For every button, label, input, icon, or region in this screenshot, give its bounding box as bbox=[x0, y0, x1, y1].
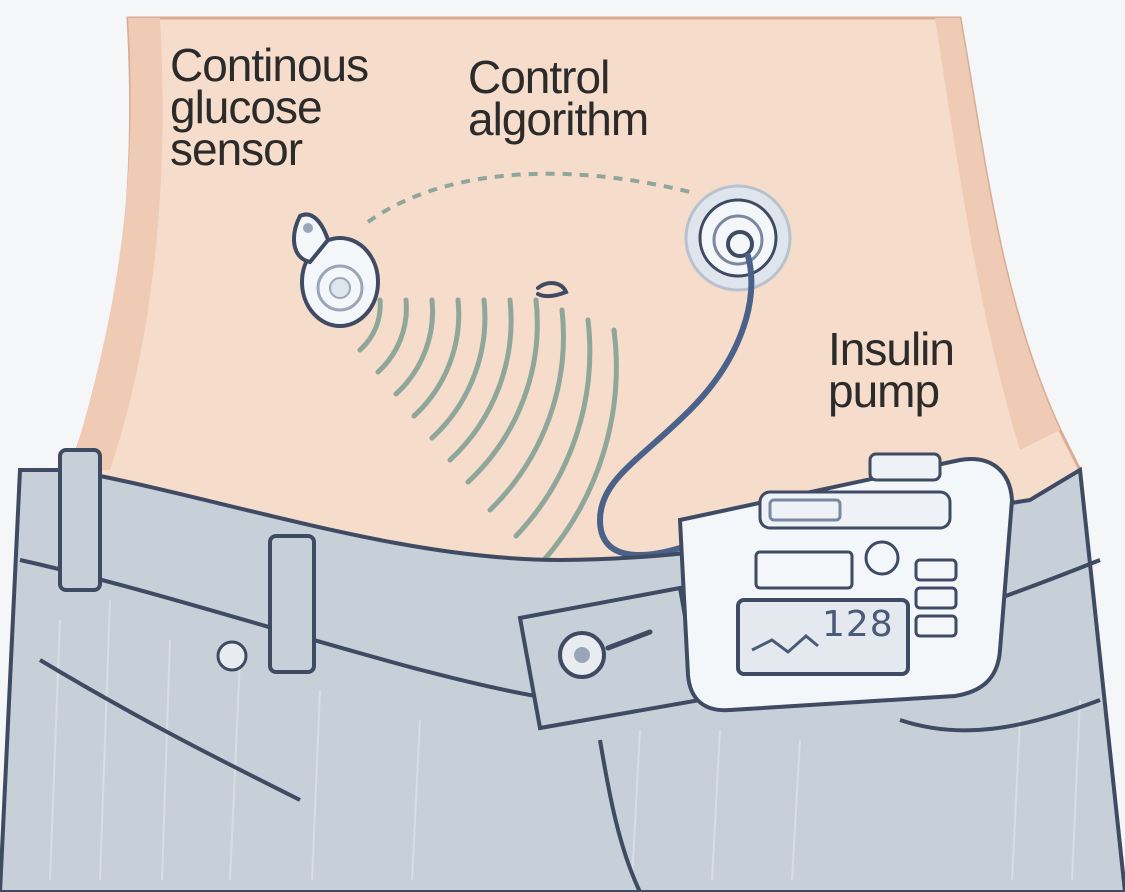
label-insulin-pump: Insulin pump bbox=[828, 328, 954, 412]
infusion-site bbox=[686, 186, 790, 290]
label-line: glucose bbox=[170, 86, 368, 128]
pump-display-reading: 128 bbox=[822, 604, 894, 645]
belt-loop-center bbox=[270, 536, 314, 672]
label-line: Control bbox=[468, 56, 648, 98]
jeans-button bbox=[560, 633, 604, 677]
label-line: Insulin bbox=[828, 328, 954, 370]
label-continuous-glucose-sensor: Continous glucose sensor bbox=[170, 44, 368, 170]
belt-loop-left bbox=[60, 450, 100, 590]
label-line: algorithm bbox=[468, 98, 648, 140]
label-line: pump bbox=[828, 370, 954, 412]
rivet bbox=[218, 642, 246, 670]
label-line: sensor bbox=[170, 128, 368, 170]
label-line: Continous bbox=[170, 44, 368, 86]
label-control-algorithm: Control algorithm bbox=[468, 56, 648, 140]
